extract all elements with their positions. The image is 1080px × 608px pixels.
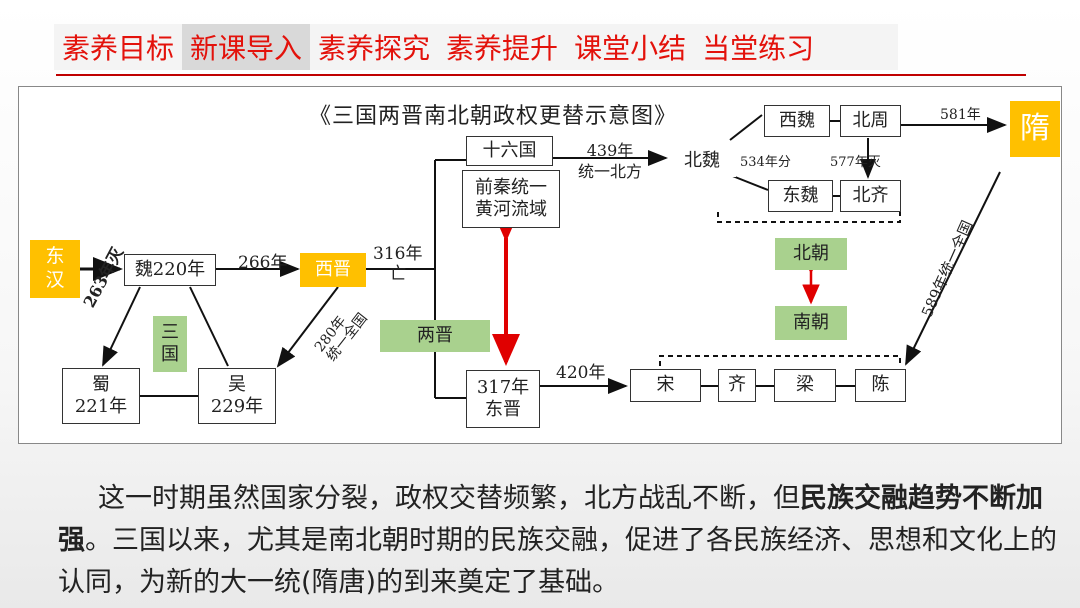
node-sanguo: 三 国 [153,316,187,372]
header-divider [56,74,1026,76]
label-581: 581年 [940,107,981,123]
node-sui: 隋 [1010,101,1060,157]
node-beizhou: 北周 [840,105,901,137]
paragraph-part2: 。三国以来，尤其是南北朝时期的民族交融，促进了各民族经济、思想和文化上的认同，为… [58,525,1057,598]
label-534: 534年分 [740,155,791,170]
tab-improve[interactable]: 素养提升 [446,32,559,65]
label-420: 420年 [556,363,606,383]
node-beiwei: 北魏 [668,145,736,177]
summary-paragraph: 这一时期虽然国家分裂，政权交替频繁，北方战乱不断，但民族交融趋势不断加强。三国以… [58,478,1058,604]
node-shu: 蜀 221年 [62,368,140,424]
label-316: 316年 亡 [373,244,423,285]
label-577: 577年灭 [830,155,881,170]
nav-tabs: 素养目标 新课导入 素养探究 素养提升 课堂小结 当堂练习 [54,24,898,70]
paragraph-part1: 这一时期虽然国家分裂，政权交替频繁，北方战乱不断，但 [98,483,800,514]
tab-summary[interactable]: 课堂小结 [574,32,687,65]
tab-goals[interactable]: 素养目标 [62,32,175,65]
tab-explore[interactable]: 素养探究 [318,32,431,65]
node-wu: 吴 229年 [198,368,276,424]
node-dongwei: 东魏 [768,180,833,212]
paragraph-bold: 民族交融趋势不断加强 [58,483,1043,556]
node-dongjin: 317年 东晋 [466,370,540,428]
node-nanchao: 南朝 [775,306,847,340]
diagram-title: 《三国两晋南北朝政权更替示意图》 [308,104,677,129]
label-439: 439年 统一北方 [578,141,643,181]
node-shiliuguo: 十六国 [466,136,553,166]
node-liang: 梁 [774,369,836,402]
tab-intro[interactable]: 新课导入 [182,24,311,70]
node-xijin: 西晋 [300,253,366,287]
label-266: 266年 [238,253,288,273]
node-liangjin: 两晋 [380,320,490,352]
node-wei: 魏220年 [124,254,216,286]
node-qianqin: 前秦统一 黄河流域 [462,170,560,228]
node-qi: 齐 [718,369,756,402]
node-song: 宋 [630,369,701,402]
node-beichao: 北朝 [775,238,847,270]
node-chen: 陈 [855,369,906,402]
tab-practice[interactable]: 当堂练习 [702,32,815,65]
node-beiqi: 北齐 [840,180,901,212]
node-donghan: 东 汉 [30,240,80,298]
node-xiwei: 西魏 [764,105,830,137]
